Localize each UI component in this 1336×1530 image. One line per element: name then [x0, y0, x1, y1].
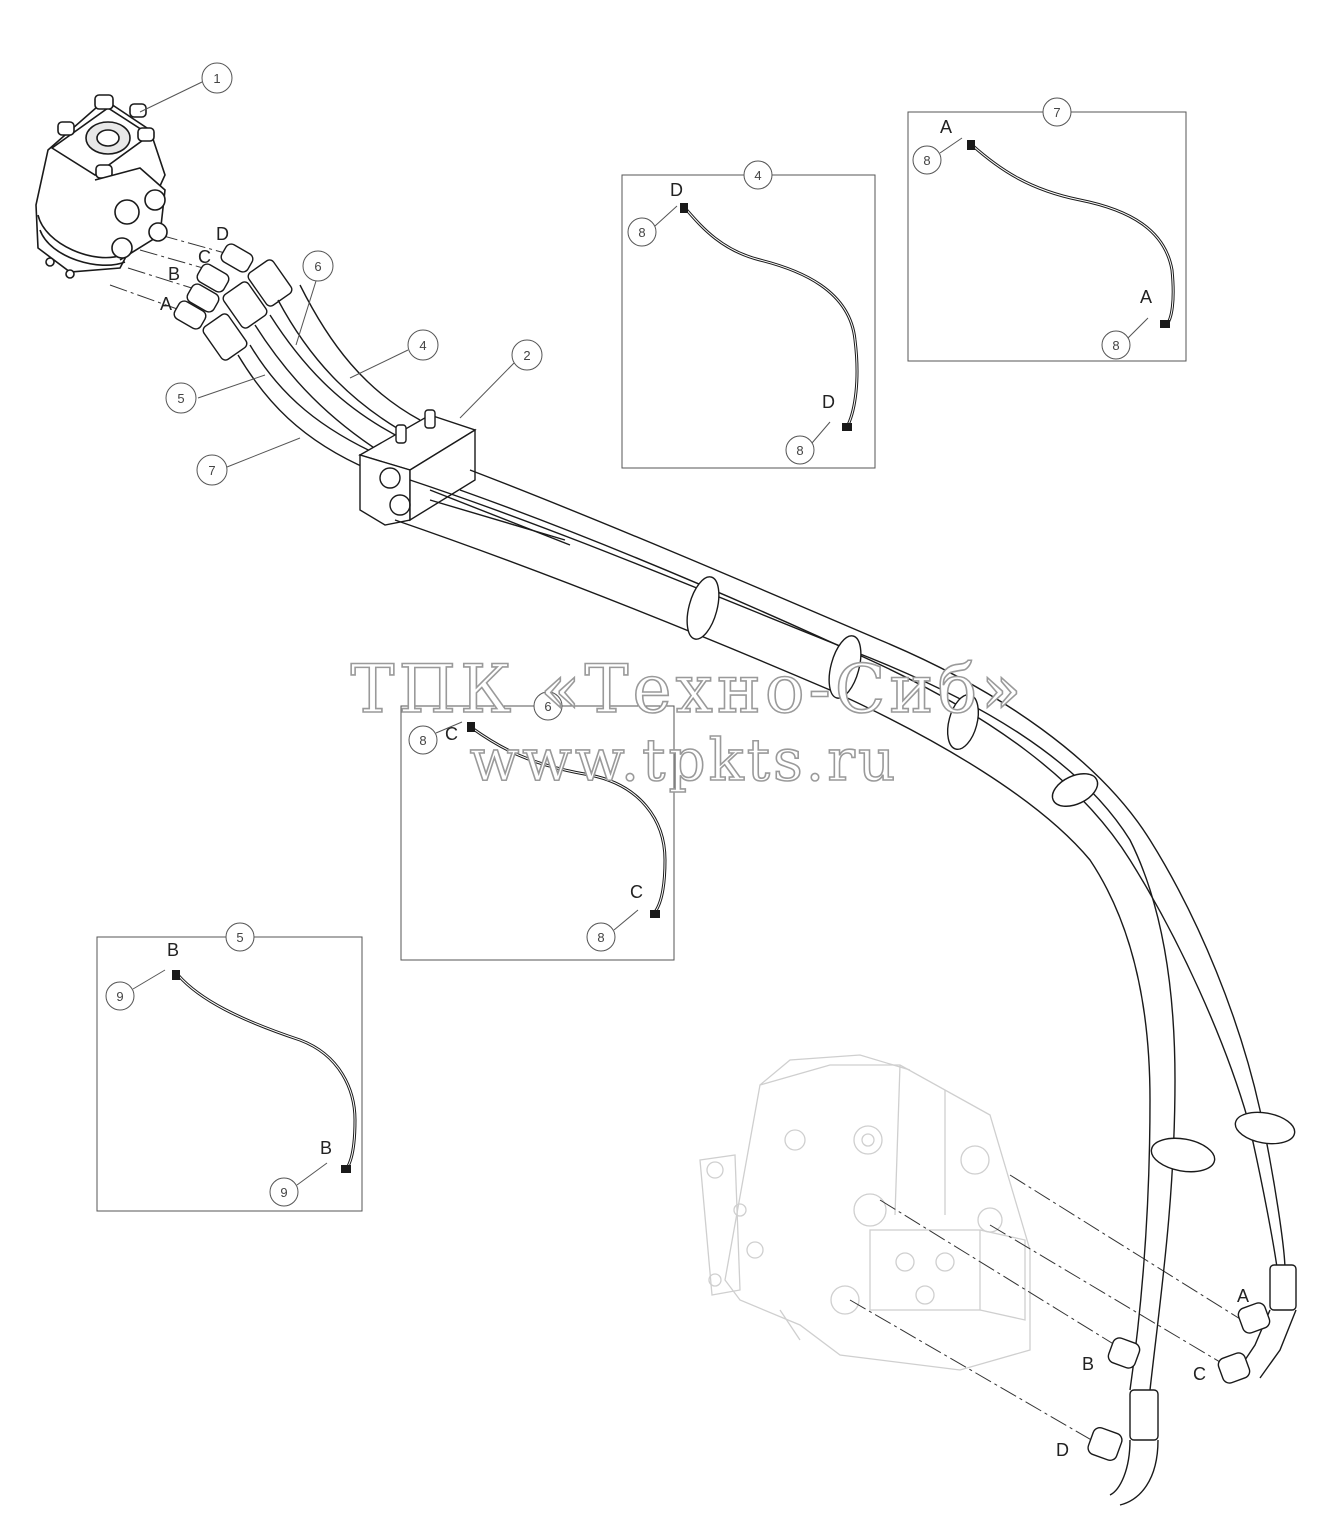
detail-view-7: 7 A A 8 8 — [907, 97, 1187, 362]
port-labels-bottom: A B C D — [1056, 1286, 1249, 1460]
callout-bubbles: 1 2 4 5 6 7 — [165, 62, 543, 486]
detail-view-6: 6 C C 8 8 — [400, 691, 675, 961]
svg-text:6: 6 — [314, 259, 321, 274]
port-label-c: C — [198, 247, 211, 267]
svg-text:7: 7 — [208, 463, 215, 478]
svg-text:8: 8 — [796, 443, 803, 458]
watermark: ТПК «Техно-Сиб» www.tpkts.ru — [350, 650, 1026, 795]
detail-view-5: 5 B B 9 9 — [96, 922, 363, 1212]
callout-2: 2 — [511, 339, 543, 371]
detail-title-5: 5 — [236, 930, 243, 945]
callout-leaders — [139, 81, 515, 468]
svg-text:8: 8 — [638, 225, 645, 240]
ghost-valve-block — [699, 1054, 1031, 1371]
callout-7: 7 — [196, 454, 228, 486]
watermark-company: ТПК «Техно-Сиб» — [351, 651, 1026, 728]
svg-text:8: 8 — [923, 153, 930, 168]
svg-text:D: D — [670, 180, 683, 200]
svg-text:8: 8 — [1112, 338, 1119, 353]
svg-text:D: D — [822, 392, 835, 412]
port-label-b: B — [168, 264, 180, 284]
callout-5: 5 — [165, 382, 197, 414]
svg-text:A: A — [940, 117, 952, 137]
end-label-d: D — [1056, 1440, 1069, 1460]
end-label-c: C — [1193, 1364, 1206, 1384]
steering-unit — [35, 94, 168, 279]
svg-text:C: C — [630, 882, 643, 902]
port-label-a: A — [160, 294, 172, 314]
detail-title-4: 4 — [754, 168, 761, 183]
callout-6: 6 — [302, 250, 334, 282]
svg-text:1: 1 — [213, 71, 220, 86]
end-label-a: A — [1237, 1286, 1249, 1306]
svg-text:4: 4 — [419, 338, 426, 353]
detail-view-4: 4 D D 8 8 — [621, 160, 876, 469]
svg-text:2: 2 — [523, 348, 530, 363]
end-label-b: B — [1082, 1354, 1094, 1374]
detail-title-6: 6 — [544, 699, 551, 714]
hose-bundle — [173, 243, 1297, 1506]
svg-text:A: A — [1140, 287, 1152, 307]
svg-text:8: 8 — [597, 930, 604, 945]
svg-text:5: 5 — [177, 391, 184, 406]
svg-text:9: 9 — [280, 1185, 287, 1200]
watermark-url: www.tpkts.ru — [470, 726, 899, 794]
svg-text:8: 8 — [419, 733, 426, 748]
connection-center-lines — [109, 234, 1246, 1446]
port-labels-top: A B C D — [160, 224, 229, 314]
port-label-d: D — [216, 224, 229, 244]
detail-title-7: 7 — [1053, 105, 1060, 120]
callout-4: 4 — [407, 329, 439, 361]
svg-text:9: 9 — [116, 989, 123, 1004]
callout-1: 1 — [201, 62, 233, 94]
svg-text:C: C — [445, 724, 458, 744]
svg-text:B: B — [320, 1138, 332, 1158]
svg-text:B: B — [167, 940, 179, 960]
